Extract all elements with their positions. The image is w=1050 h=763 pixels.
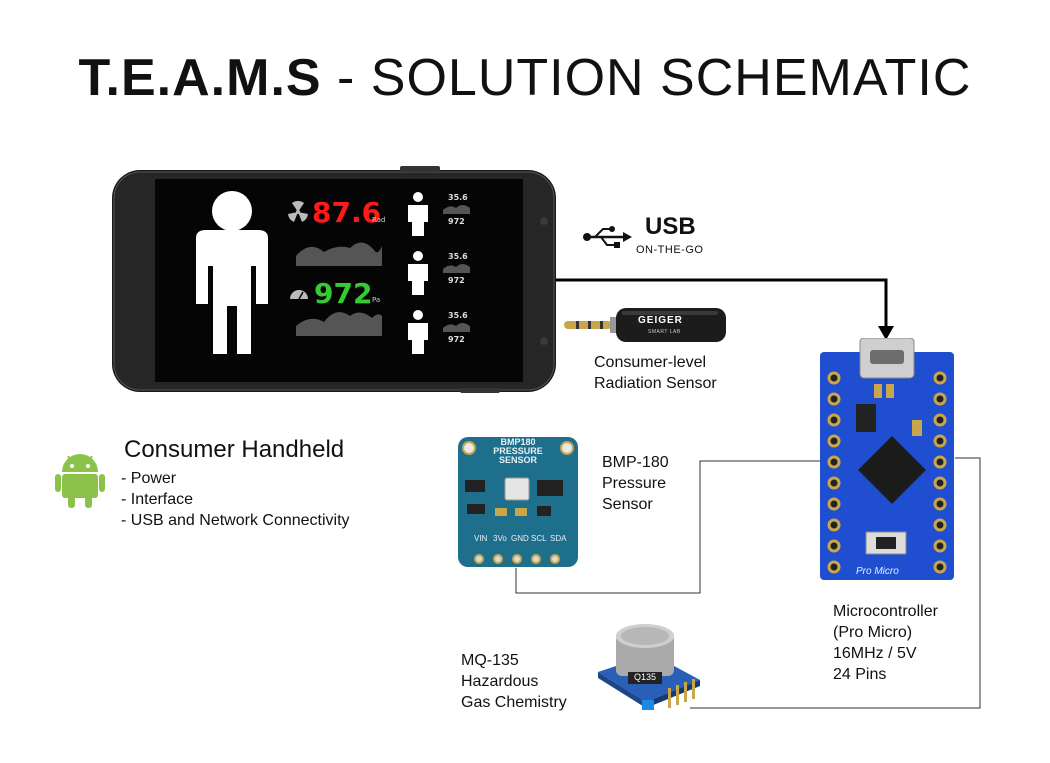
- radiation-icon: [288, 201, 308, 222]
- handheld-item: - Power: [121, 470, 177, 487]
- handheld-list: - Power - Interface - USB and Network Co…: [121, 468, 350, 531]
- usb-cable: [548, 278, 888, 330]
- person-icon-small: [408, 192, 428, 354]
- radiation-unit: Rad: [372, 216, 386, 224]
- bmp-board-print: BMP180 PRESSURE SENSOR: [493, 437, 543, 465]
- radiation-sparkline: [296, 242, 382, 266]
- person-icon-large: [196, 191, 268, 354]
- handheld-item: - USB and Network Connectivity: [121, 512, 350, 529]
- pro-micro-board: [820, 338, 954, 580]
- bmp-wire: [515, 460, 820, 594]
- smartphone: [112, 166, 556, 393]
- bmp-pin-vin: VIN: [474, 534, 488, 543]
- mq135-chip-print: Q135: [634, 672, 657, 682]
- radiation-value: 87.6: [312, 196, 382, 229]
- mini-press-2: 972: [448, 276, 465, 285]
- microcontroller-label: Microcontroller (Pro Micro) 16MHz / 5V 2…: [833, 603, 938, 683]
- page-title: T.E.A.M.S - SOLUTION SCHEMATIC: [78, 49, 972, 107]
- usb-otg-label: ON-THE-GO: [636, 244, 704, 256]
- mini-person-3: [408, 310, 428, 354]
- pressure-unit: Pa: [372, 296, 381, 304]
- geiger-dongle: [564, 308, 726, 342]
- geiger-brand: GEIGER: [638, 315, 683, 326]
- handheld-title: Consumer Handheld: [124, 436, 345, 463]
- mini-temp-3: 35.6: [448, 311, 468, 320]
- mini-temp-2: 35.6: [448, 252, 468, 261]
- gas-wire: [690, 457, 981, 709]
- mini-person-2: [408, 251, 428, 295]
- bmp180-board: [458, 437, 578, 567]
- mini-press-1: 972: [448, 217, 465, 226]
- pressure-value: 972: [314, 277, 373, 310]
- mini-person-1: [408, 192, 428, 236]
- bmp-pin-3vo: 3Vo: [493, 534, 507, 543]
- mini-sparklines: [443, 205, 470, 332]
- pro-micro-print: Pro Micro: [856, 566, 899, 577]
- gas-sensor-label: MQ-135 Hazardous Gas Chemistry: [461, 652, 567, 711]
- gauge-icon: [290, 290, 308, 300]
- bmp-pin-scl: SCL: [531, 534, 547, 543]
- pressure-sparkline: [296, 312, 382, 336]
- handheld-item: - Interface: [121, 491, 194, 508]
- usb-icon: [583, 226, 632, 248]
- bmp-sensor-label: BMP-180 Pressure Sensor: [602, 454, 669, 513]
- bmp-pin-sda: SDA: [550, 534, 567, 543]
- mini-temp-1: 35.6: [448, 193, 468, 202]
- bmp-pin-gnd: GND: [511, 534, 529, 543]
- mini-press-3: 972: [448, 335, 465, 344]
- usb-label: USB: [645, 213, 696, 240]
- mq135-board: [598, 624, 700, 710]
- usb-cable-arrow: [878, 326, 894, 340]
- android-icon: [55, 454, 105, 508]
- geiger-sub: SMART LAB: [648, 329, 681, 335]
- radiation-sensor-label: Consumer-level Radiation Sensor: [594, 354, 717, 392]
